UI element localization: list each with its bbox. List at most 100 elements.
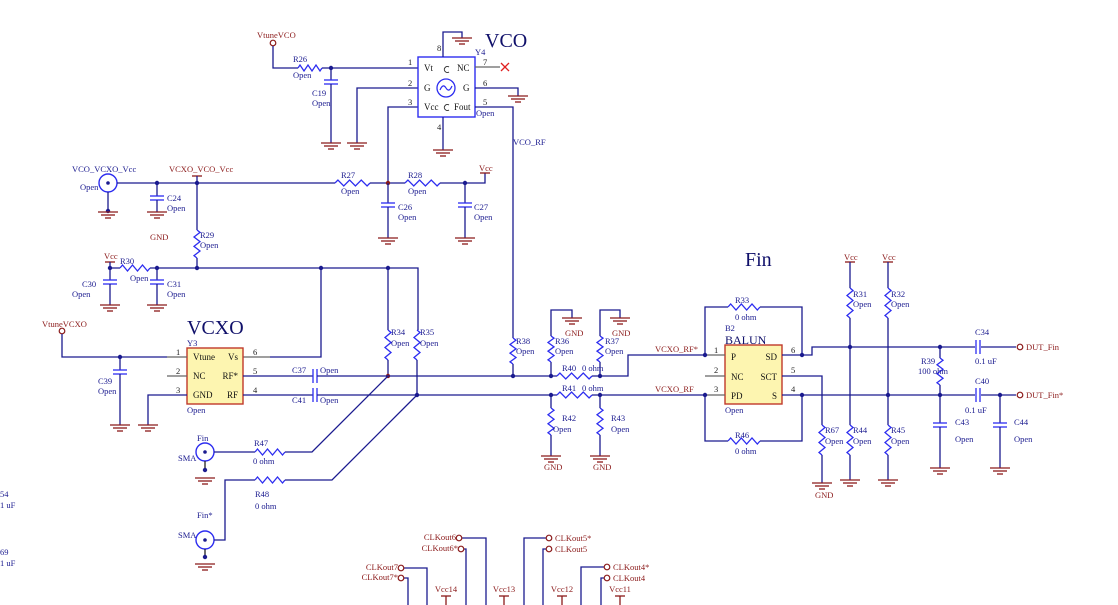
net-label-clkout: CLKout5* — [555, 533, 591, 543]
oscillator-icon — [436, 78, 456, 98]
value-R47: 0 ohm — [253, 456, 275, 466]
y4-pin-2: 2 — [408, 78, 412, 88]
resistor-R44 — [845, 424, 855, 456]
port-icon — [457, 545, 465, 553]
wire — [464, 548, 467, 605]
wire — [150, 267, 419, 330]
net-label-vtune-vcxo: VtuneVCXO — [42, 319, 87, 329]
value-R39: 100 ohm — [918, 366, 948, 376]
net-label-clkout: CLKout7* — [362, 572, 398, 582]
sma-center-icon — [203, 538, 207, 542]
y4-pin-name-vt: Vt — [424, 63, 433, 73]
resistor-R36 — [546, 335, 556, 363]
wire — [442, 31, 463, 57]
port-icon — [603, 563, 611, 571]
value-R44: Open — [853, 436, 872, 446]
value-C39: Open — [98, 386, 117, 396]
partial-value: 1 uF — [0, 500, 16, 510]
wire — [272, 46, 298, 69]
net-label-vcxo-vco-vcc: VCXO_VCO_Vcc — [169, 164, 233, 174]
value-R35: Open — [420, 338, 439, 348]
value-R27: Open — [341, 186, 360, 196]
wire — [599, 309, 621, 336]
resistor-R37 — [595, 335, 605, 363]
net-label-clkout: CLKout7 — [366, 562, 398, 572]
fin-title: Fin — [745, 249, 772, 271]
y3-pin-4: 4 — [253, 385, 258, 395]
value-C41: Open — [320, 395, 339, 405]
value-R67: Open — [825, 436, 844, 446]
value-R28: Open — [408, 186, 427, 196]
port-icon — [455, 534, 463, 542]
pin-marker-icon — [443, 66, 450, 73]
b2-pin-name-pd: PD — [731, 391, 743, 401]
net-label-vcc-rail: Vcc11 — [609, 584, 631, 594]
y4-pin-4: 4 — [437, 122, 442, 132]
net-label-dut-fin: DUT_Fin — [1026, 342, 1060, 352]
b2-pin-2: 2 — [714, 365, 718, 375]
resistor-R26 — [297, 63, 323, 73]
net-label-gnd: GND — [815, 490, 833, 500]
b2-name: BALUN — [725, 333, 767, 347]
sma-center-icon — [106, 181, 110, 185]
net-label-vcc-rail: Vcc13 — [493, 584, 515, 594]
junction-dot — [202, 467, 208, 473]
wire — [760, 306, 803, 355]
value-R29: Open — [200, 240, 219, 250]
junction-dot — [194, 265, 200, 271]
resistor-R30 — [119, 263, 151, 273]
pin-marker-icon — [443, 104, 450, 111]
y3-pin-name-vtune: Vtune — [193, 352, 215, 362]
wire — [462, 537, 487, 605]
value-C19: Open — [312, 98, 331, 108]
partial-ref: 54 — [0, 489, 9, 499]
resistor-R48 — [254, 475, 286, 485]
value-R38: Open — [516, 346, 535, 356]
port-icon — [545, 545, 553, 553]
ref-R35: R35 — [420, 327, 434, 337]
net-label-vcc: Vcc — [479, 163, 493, 173]
value-C30: Open — [72, 289, 91, 299]
net-label-gnd: GND — [593, 462, 611, 472]
net-label-vcc: Vcc — [104, 251, 118, 261]
y4-pin-8: 8 — [437, 43, 441, 53]
y4-value: Open — [476, 108, 495, 118]
resistor-R32 — [883, 287, 893, 319]
ref-C44: C44 — [1014, 417, 1029, 427]
y3-pin-1: 1 — [176, 347, 180, 357]
ref-R67: R67 — [825, 425, 839, 435]
fin-connector-type: SMA — [178, 453, 197, 463]
y3-ref: Y3 — [187, 338, 197, 348]
port-icon — [603, 574, 611, 582]
b2-pin-5: 5 — [791, 365, 795, 375]
b2-pin-name-s: S — [772, 391, 777, 401]
y3-pin-5: 5 — [253, 366, 257, 376]
vco-title: VCO — [485, 30, 527, 52]
net-label-clkout: CLKout5 — [555, 544, 587, 554]
ref-C24: C24 — [167, 193, 182, 203]
y4-pin-5: 5 — [483, 97, 487, 107]
ref-R44: R44 — [853, 425, 868, 435]
ref-C31: C31 — [167, 279, 181, 289]
b2-pin-name-nc: NC — [731, 372, 744, 382]
value-C37: Open — [320, 365, 339, 375]
value-R30: Open — [130, 273, 149, 283]
ref-C26: C26 — [398, 202, 412, 212]
wire — [404, 577, 409, 605]
b2-pin-1: 1 — [714, 345, 718, 355]
ref-R43: R43 — [611, 413, 625, 423]
value-C26: Open — [398, 212, 417, 222]
junction-dot — [510, 373, 516, 379]
ref-R27: R27 — [341, 170, 355, 180]
value-R32: Open — [891, 299, 910, 309]
resistor-R42 — [546, 407, 556, 436]
resistor-R45 — [883, 424, 893, 456]
wire — [580, 566, 604, 605]
value-R33: 0 ohm — [735, 312, 757, 322]
y3-pin-name-rf: RF — [227, 390, 238, 400]
y4-pin-name-vcc: Vcc — [424, 102, 439, 112]
ref-C34: C34 — [975, 327, 990, 337]
wire — [147, 394, 187, 425]
value-R31: Open — [853, 299, 872, 309]
